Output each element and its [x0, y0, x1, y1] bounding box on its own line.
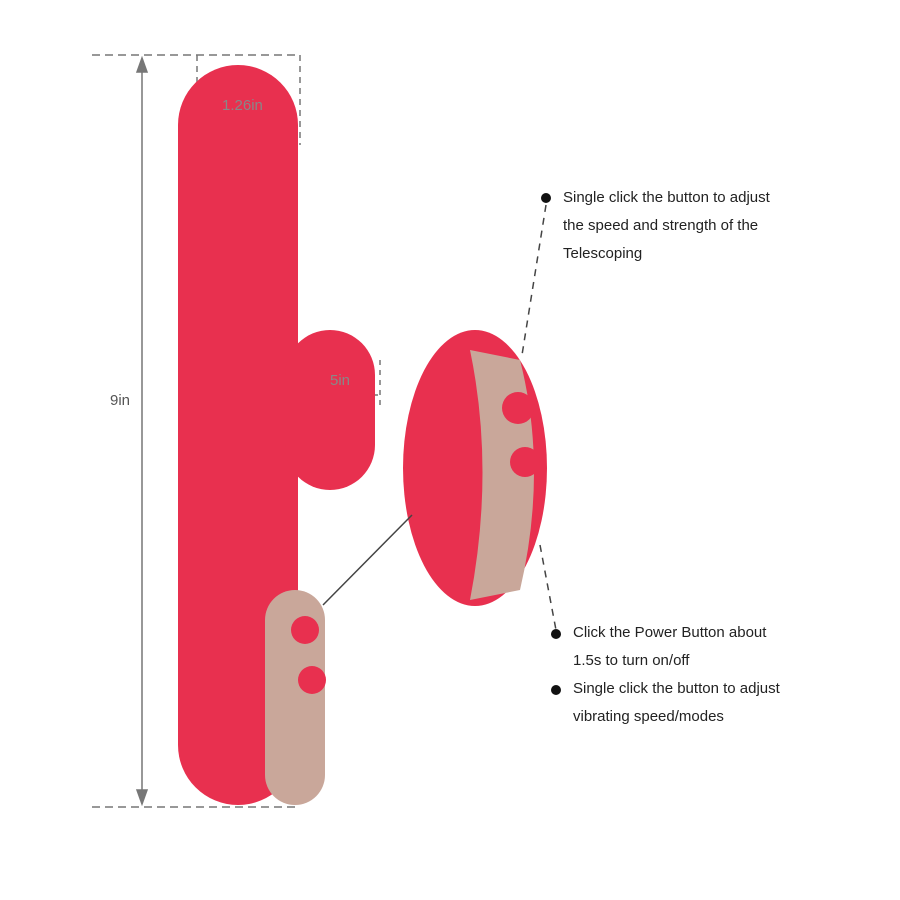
callout-bullet	[551, 685, 561, 695]
callout-line: the speed and strength of the	[563, 217, 759, 234]
device-main-body	[178, 65, 325, 805]
callout-line: Click the Power Button about	[573, 624, 767, 641]
callout-line: Single click the button to adjust	[563, 189, 770, 206]
callout-power: Click the Power Button about 1.5s to tur…	[573, 619, 766, 675]
callout-line: Telescoping	[563, 245, 643, 262]
button-panel-detail	[291, 616, 326, 694]
device-side-arm	[285, 330, 375, 490]
callout-line: vibrating speed/modes	[573, 708, 724, 725]
top-width-dimension-label: 1.26in	[222, 97, 263, 114]
height-dimension-label: 9in	[110, 392, 131, 409]
callout-connectors	[322, 204, 557, 631]
callout-line: 1.5s to turn on/off	[573, 652, 690, 669]
callout-line: Single click the button to adjust	[573, 680, 780, 697]
callout-telescoping: Single click the button to adjust the sp…	[563, 184, 770, 268]
callout-bullet	[551, 629, 561, 639]
mid-width-dimension-label: 5in	[330, 372, 351, 389]
remote-control-detail	[403, 330, 547, 606]
callout-bullet	[541, 193, 551, 203]
callout-vibration: Single click the button to adjust vibrat…	[573, 675, 780, 731]
